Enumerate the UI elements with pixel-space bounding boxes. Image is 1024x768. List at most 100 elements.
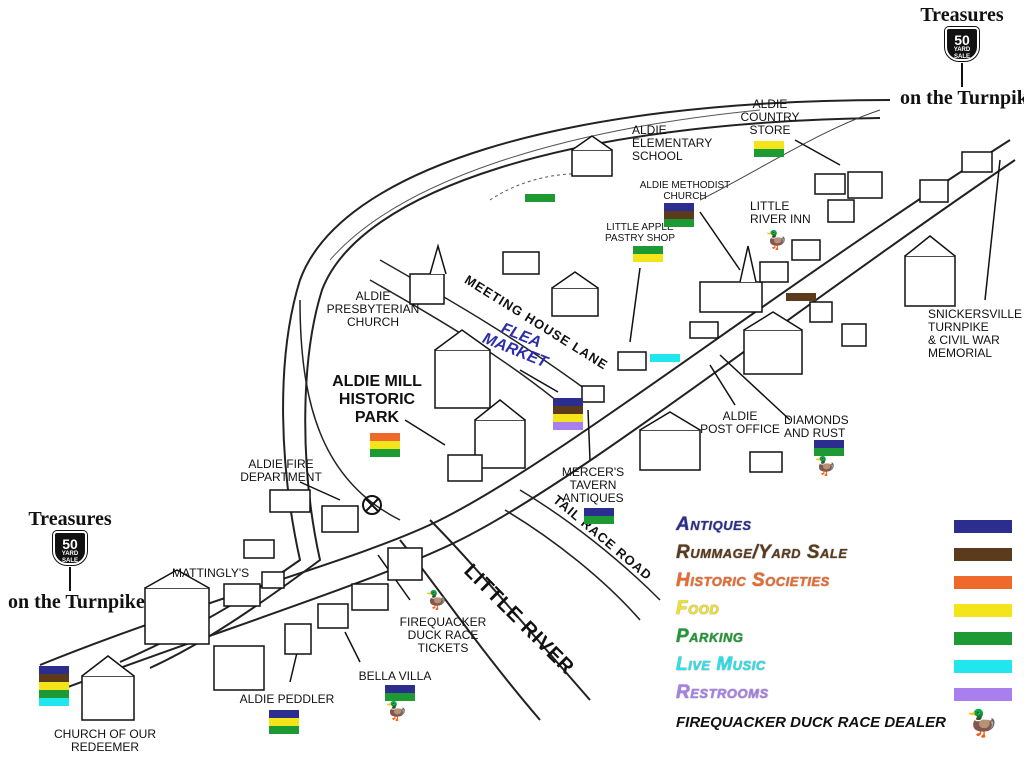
legend-duck-dealer: FIREQUACKER DUCK RACE DEALER [676, 714, 947, 731]
sign-post-icon [69, 567, 71, 591]
tail-race-road [519, 489, 661, 601]
arrow-fire [299, 481, 341, 501]
legend-label: Historic Societies [676, 570, 830, 591]
markers-mercers [584, 508, 614, 524]
swatch-antiques [269, 710, 299, 718]
label-aldie-mill-park: Aldie Mill Historic Park [332, 373, 422, 426]
logo-tagline: on the Turnpike [900, 87, 1024, 109]
swatch-antiques [664, 203, 694, 211]
swatch-parking [814, 448, 844, 456]
label-mattinglys: Mattingly's [172, 566, 250, 580]
swatch-parking [385, 693, 415, 701]
turnpike-road [39, 139, 1011, 666]
label-snickersville: Snickersville Turnpike & Civil War Memor… [928, 307, 1023, 360]
label-mercers-tavern: Mercer's Tavern Antiques [561, 465, 625, 505]
arrow-mill [404, 419, 446, 446]
markers-methodist [664, 203, 694, 227]
legend-label: Live Music [676, 654, 766, 675]
swatch-food [754, 141, 784, 149]
label-aldie-peddler: Aldie Peddler [239, 692, 335, 706]
markers-bella: 🦆 [385, 685, 415, 721]
label-firequacker-tickets: Firequacker Duck Race Tickets [399, 615, 487, 655]
legend-label: Parking [676, 626, 744, 647]
logo-tagline: on the Turnpike [8, 591, 145, 613]
arrow-post-office [709, 364, 736, 406]
swatch-food [633, 254, 663, 262]
swatch-antiques [553, 398, 583, 406]
markers-country-store [754, 141, 784, 157]
markers-diamonds: 🦆 [814, 440, 844, 476]
legend-label: Food [676, 598, 720, 619]
label-presbyterian-church: Aldie Presbyterian Church [326, 289, 420, 329]
arrow-mercers [587, 409, 591, 461]
logo-sub: YARD SALE [61, 551, 79, 564]
meeting-house-lane [379, 259, 601, 401]
legend-item-restrooms: Restrooms [676, 680, 1016, 708]
label-pastry-shop: Little Apple Pastry Shop [604, 222, 676, 244]
swatch-music [39, 698, 69, 706]
arrow-pastry [629, 267, 641, 343]
label-post-office: Aldie Post Office [700, 409, 780, 436]
legend-label: Rummage/Yard Sale [676, 542, 848, 563]
swatch-food [553, 414, 583, 422]
logo-treasures-left: Treasures 50 YARD SALE on the Turnpike [8, 508, 145, 614]
label-country-store: Aldie Country Store [740, 97, 800, 137]
swatch-parking [370, 449, 400, 457]
legend-label: Antiques [676, 514, 752, 535]
duck-icon: 🦆 [425, 590, 448, 610]
duck-icon: 🦆 [765, 230, 788, 250]
legend-item-music: Live Music [676, 652, 1016, 680]
label-methodist-church: Aldie Methodist Church [639, 180, 731, 202]
markers-peddler [269, 710, 299, 734]
legend-item-antiques: Antiques [676, 512, 1016, 540]
markers-pastry [633, 246, 663, 262]
logo-number: 50 [954, 32, 970, 48]
legend-swatch [954, 520, 1012, 533]
swatch-parking [269, 726, 299, 734]
swatch-food [370, 441, 400, 449]
legend-swatch [954, 576, 1012, 589]
swatch-rummage [664, 211, 694, 219]
swatch-parking [39, 690, 69, 698]
label-bella-villa: Bella Villa [358, 669, 432, 683]
label-fire-department: Aldie Fire Department [240, 457, 322, 484]
arrow-diamonds [719, 354, 791, 421]
legend-item-parking: Parking [676, 624, 1016, 652]
swatch-rummage [786, 293, 816, 301]
markers-redeemer [39, 666, 69, 706]
swatch-parking [664, 219, 694, 227]
legend-item-rummage: Rummage/Yard Sale [676, 540, 1016, 568]
legend-item-food: Food [676, 596, 1016, 624]
legend-swatch [954, 604, 1012, 617]
legend-item-historic: Historic Societies [676, 568, 1016, 596]
swatch-parking [754, 149, 784, 157]
arrow-country-store [794, 139, 841, 166]
legend-swatch [954, 632, 1012, 645]
logo-number: 50 [62, 536, 78, 552]
swatch-restrooms [553, 422, 583, 430]
duck-icon: 🦆 [385, 701, 408, 721]
markers-elementary [525, 194, 555, 202]
label-elementary-school: Aldie Elementary School [632, 123, 713, 163]
little-river [429, 519, 591, 701]
swatch-food [39, 682, 69, 690]
swatch-antiques [39, 666, 69, 674]
swatch-antiques [385, 685, 415, 693]
label-church-of-our-redeemer: Church of Our Redeemer [54, 727, 156, 754]
swatch-antiques [584, 508, 614, 516]
arrow-flea [519, 369, 559, 393]
arrow-bella [344, 631, 361, 663]
swatch-rummage [39, 674, 69, 682]
legend-swatch [954, 688, 1012, 701]
swatch-food [269, 718, 299, 726]
duck-icon: 🦆 [966, 708, 999, 738]
markers-inn: 🦆 [765, 230, 787, 250]
markers-mill [370, 433, 400, 457]
swatch-parking [633, 246, 663, 254]
swatch-parking [525, 194, 555, 202]
legend-swatch [954, 660, 1012, 673]
duck-icon: 🦆 [814, 456, 837, 476]
swatch-antiques [814, 440, 844, 448]
